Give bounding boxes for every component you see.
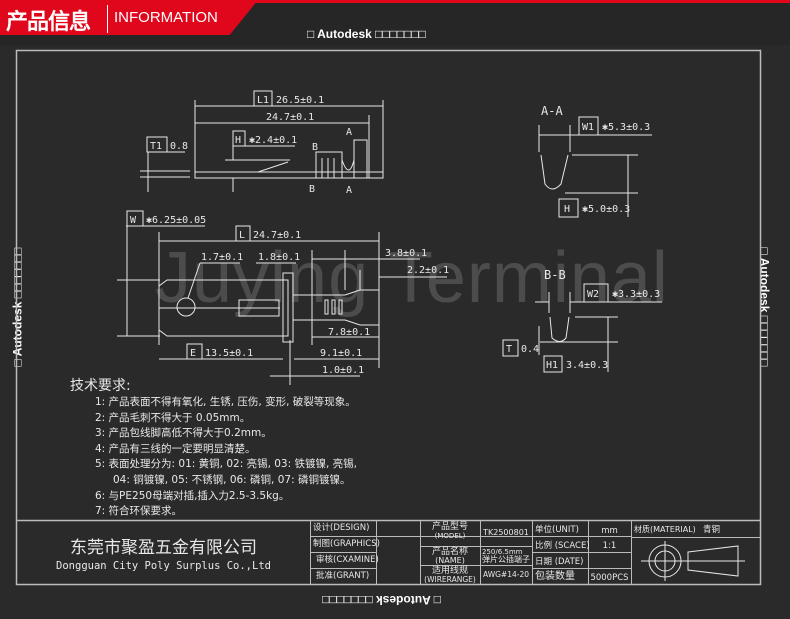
banner-divider — [107, 5, 108, 33]
section-aa-title: A-A — [541, 104, 563, 118]
t-value: 0.4 — [521, 344, 539, 355]
projection-symbol — [641, 541, 745, 581]
dim-1-0: 1.0±0.1 — [322, 365, 364, 376]
header-accent-line — [0, 0, 790, 3]
l1-value: 26.5±0.1 — [276, 95, 324, 106]
name-label: 产品名称 — [431, 547, 468, 557]
section-a-marker-top: A — [346, 127, 352, 138]
header-bar: 产品信息 INFORMATION — [0, 0, 790, 45]
requirement-item: 7: 符合环保要求。 — [95, 505, 183, 518]
info-banner: 产品信息 INFORMATION — [0, 0, 258, 35]
l-tag: L — [239, 230, 245, 241]
unit-value: mm — [601, 526, 618, 536]
l-value: 24.7±0.1 — [253, 230, 301, 241]
requirement-item: 3: 产品包线脚高低不得大于0.2mm。 — [95, 427, 272, 440]
name-value-2: 弹片公插端子 — [482, 555, 530, 564]
requirement-item: 4: 产品有三线的一定要明显清楚。 — [95, 442, 256, 455]
dim-3-8: 3.8±0.1 — [385, 248, 427, 259]
drawing-frame — [15, 49, 762, 586]
examine-label: 审核(CXAMINE) — [316, 555, 379, 565]
background-watermark: Juying Terminal — [155, 238, 669, 318]
h-tag: H — [235, 135, 241, 146]
section-b-marker-bottom: B — [309, 184, 315, 195]
dim-2-2: 2.2±0.1 — [407, 265, 449, 276]
w2-tag: W2 — [587, 289, 599, 300]
w2-value: ✱3.3±0.3 — [612, 289, 660, 300]
t1-value: 0.8 — [170, 141, 188, 152]
section-b-b: B-B W2 ✱3.3±0.3 T 0.4 H1 3.4±0.3 — [502, 268, 662, 373]
w-tag: W — [130, 215, 137, 226]
requirement-item: 04: 铜镀镍, 05: 不锈钢, 06: 磷铜, 07: 磷铜镀镍。 — [113, 473, 351, 486]
grant-label: 批准(GRANT) — [316, 571, 370, 581]
dim-9-1: 9.1±0.1 — [320, 348, 362, 359]
material-value: 青铜 — [703, 525, 721, 535]
w1-tag: W1 — [582, 122, 594, 133]
dim-7-8: 7.8±0.1 — [328, 327, 370, 338]
overall-length: 24.7±0.1 — [266, 112, 314, 123]
model-label: 产品型号 — [431, 522, 468, 532]
banner-title-en: INFORMATION — [114, 9, 218, 26]
h-aa-tag: H — [564, 204, 570, 215]
section-a-a: A-A W1 ✱5.3±0.3 H ✱5.0±0.3 — [538, 104, 652, 218]
requirement-item: 1: 产品表面不得有氧化, 生锈, 压伤, 变形, 破裂等现象。 — [95, 396, 356, 408]
hole-diameter: 1.7±0.1 — [201, 252, 243, 263]
section-b-marker-top: B — [312, 142, 318, 153]
watermark-top: □ Autodesk □□□□□□□ — [307, 27, 426, 41]
graphics-label: 制图(GRAPHICS) — [313, 539, 380, 549]
top-view: W ✱6.25±0.05 L 24.7±0.1 1.7±0.1 1.8±0.1 … — [117, 210, 449, 385]
side-view: L1 26.5±0.1 24.7±0.1 T1 0.8 H ✱2.4±0.1 B… — [140, 90, 384, 196]
h1-tag: H1 — [546, 360, 558, 371]
wire-label-en: (WIRERANGE) — [424, 575, 476, 584]
w-value: ✱6.25±0.05 — [146, 215, 206, 226]
title-block-grid — [310, 520, 760, 584]
technical-requirements: 技术要求: 1: 产品表面不得有氧化, 生锈, 压伤, 变形, 破裂等现象。 2… — [70, 377, 357, 520]
unit-label: 单位(UNIT) — [535, 525, 579, 535]
section-a-marker-bottom: A — [346, 185, 352, 196]
slot-width: 1.8±0.1 — [258, 252, 300, 263]
requirement-item: 5: 表面处理分为: 01: 黄铜, 02: 亮锡, 03: 铁镀镍, 亮锡, — [95, 458, 358, 471]
t-tag: T — [506, 344, 512, 355]
h-value: ✱2.4±0.1 — [249, 135, 297, 146]
e-value: 13.5±0.1 — [205, 348, 253, 359]
t1-tag: T1 — [150, 141, 162, 152]
h1-value: 3.4±0.3 — [566, 360, 608, 371]
e-tag: E — [190, 348, 196, 359]
scale-label: 比例 (SCACE) — [535, 541, 590, 551]
banner-title-cn: 产品信息 — [6, 10, 91, 35]
design-label: 设计(DESIGN) — [313, 523, 370, 533]
w1-value: ✱5.3±0.3 — [602, 122, 650, 133]
wire-label: 适用线规 — [431, 566, 468, 576]
quantity-value: 5000PCS — [590, 573, 629, 583]
l1-tag: L1 — [257, 95, 269, 106]
wire-value: AWG#14-20 — [482, 570, 530, 579]
model-value: TK2500801 — [483, 528, 529, 537]
section-bb-title: B-B — [544, 268, 566, 282]
name-value-1: 250/6.5mm — [482, 548, 523, 556]
date-label: 日期 (DATE) — [535, 557, 584, 567]
requirement-item: 6: 与PE250母端对插,插入力2.5-3.5kg。 — [95, 489, 290, 502]
requirement-item: 2: 产品毛刺不得大于 0.05mm。 — [95, 411, 251, 424]
requirements-title: 技术要求: — [70, 378, 131, 394]
quantity-label: 包装数量 — [535, 571, 575, 582]
scale-value: 1:1 — [602, 541, 617, 551]
name-label-en: (NAME) — [435, 556, 465, 565]
model-label-en: (MODEL) — [434, 532, 466, 540]
company-name-en: Dongguan City Poly Surplus Co.,Ltd — [56, 560, 271, 572]
h-aa-value: ✱5.0±0.3 — [582, 204, 630, 215]
company-name: 东莞市聚盈五金有限公司 Dongguan City Poly Surplus C… — [17, 533, 310, 572]
company-name-cn: 东莞市聚盈五金有限公司 — [70, 538, 257, 558]
material-label: 材质(MATERIAL) — [634, 525, 696, 534]
